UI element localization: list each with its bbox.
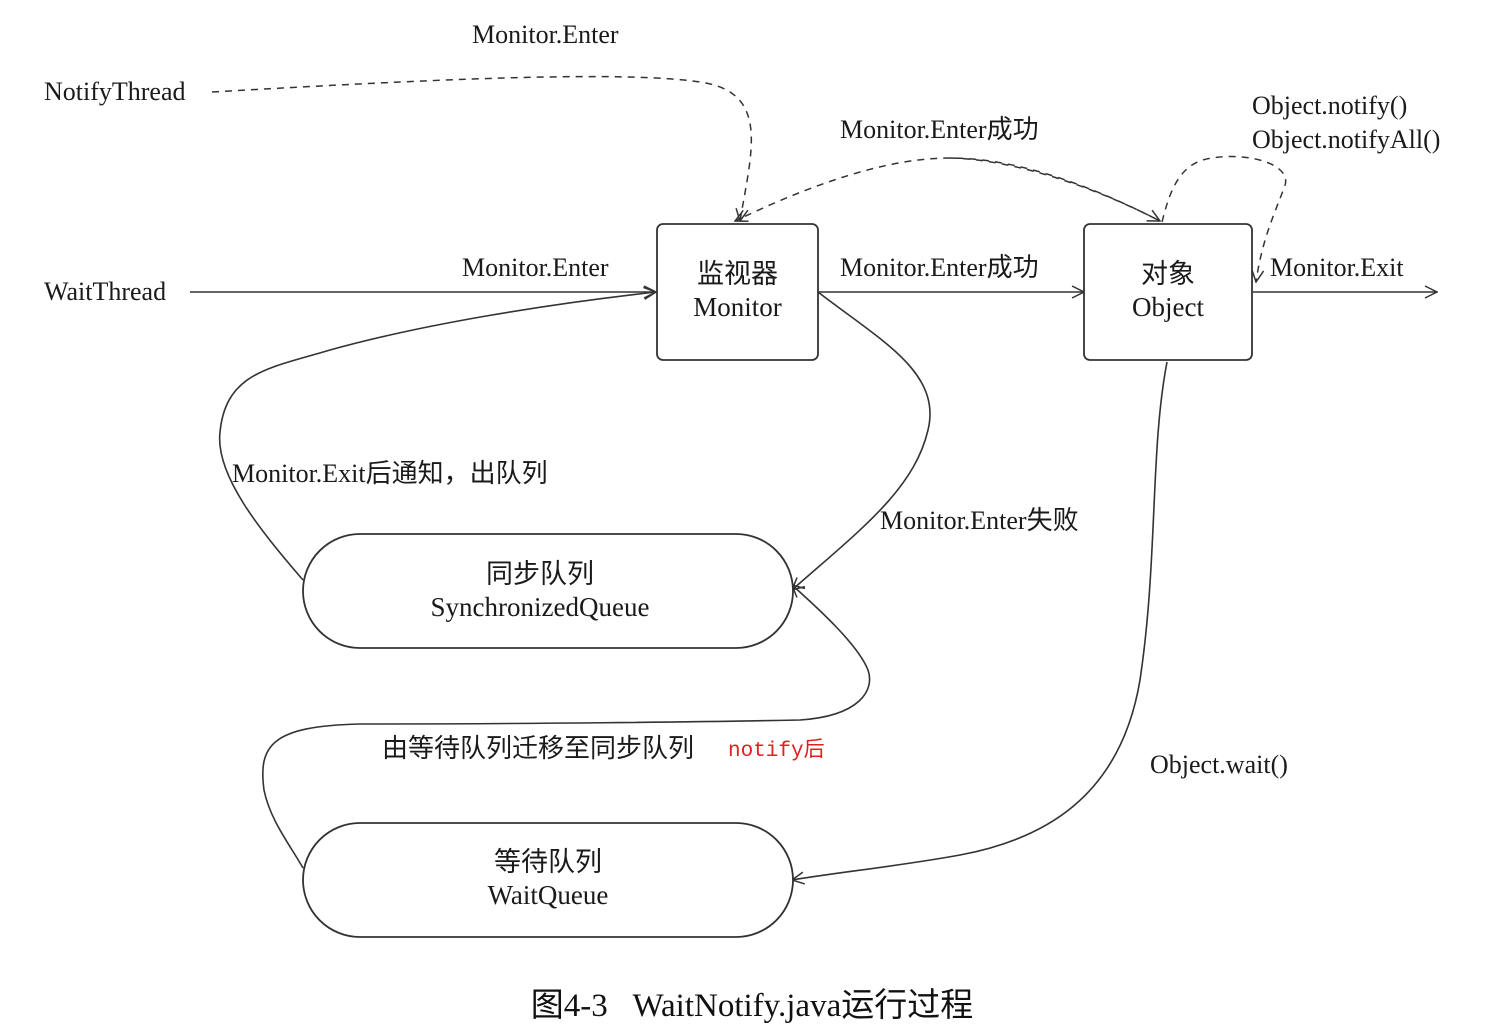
label-migrate-to-sync: 由等待队列迁移至同步队列 (382, 734, 694, 763)
wait-queue-line1: 等待队列 (494, 847, 602, 877)
object-node: 对象 Object (1083, 223, 1253, 361)
sync-queue-line2: SynchronizedQueue (431, 592, 650, 622)
object-node-line1: 对象 (1141, 259, 1195, 289)
monitor-node: 监视器 Monitor (656, 223, 819, 361)
label-monitor-exit: Monitor.Exit (1270, 253, 1404, 282)
label-monitor-enter-top: Monitor.Enter (472, 20, 619, 49)
sync-queue-node: 同步队列 SynchronizedQueue (302, 533, 794, 649)
figure-caption: 图4-3 WaitNotify.java运行过程 (531, 987, 973, 1024)
monitor-node-line2: Monitor (693, 292, 782, 322)
label-monitor-enter-success-top: Monitor.Enter成功 (840, 115, 1039, 144)
wait-queue-line2: WaitQueue (488, 880, 609, 910)
sync-queue-line1: 同步队列 (486, 559, 594, 589)
label-wait-thread: WaitThread (44, 277, 166, 306)
edge-notifythread-to-monitor (211, 75, 753, 221)
label-monitor-enter-fail: Monitor.Enter失败 (880, 506, 1079, 535)
edge-syncqueue-to-monitor (218, 292, 656, 581)
edge-monitor-to-syncqueue (792, 291, 931, 590)
label-notify-thread: NotifyThread (44, 77, 186, 106)
edge-monitor-to-object-dashed (949, 157, 1160, 221)
monitor-node-line1: 监视器 (697, 259, 778, 289)
object-node-line2: Object (1132, 292, 1204, 322)
label-monitor-enter-left: Monitor.Enter (462, 253, 609, 282)
label-migrate-note: notify后 (728, 738, 825, 763)
label-monitor-enter-success-mid: Monitor.Enter成功 (840, 253, 1039, 282)
label-object-wait: Object.wait() (1150, 750, 1288, 779)
edge-waitqueue-to-syncqueue (262, 585, 871, 869)
edge-monitor-object-dashed-arc (735, 157, 1161, 221)
label-object-notify: Object.notify() (1252, 91, 1407, 120)
label-object-notify-all: Object.notifyAll() (1252, 125, 1440, 154)
edge-object-to-waitqueue (792, 361, 1168, 880)
label-exit-notify-dequeue: Monitor.Exit后通知，出队列 (232, 459, 548, 488)
wait-queue-node: 等待队列 WaitQueue (302, 822, 794, 938)
